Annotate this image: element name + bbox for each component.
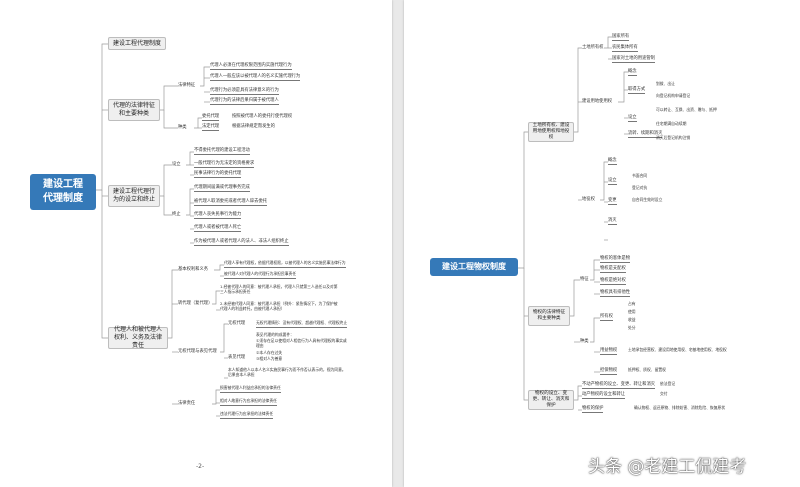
land-use-sub: 划拨、出让: [656, 81, 675, 86]
setup-head: 设立: [172, 162, 181, 167]
liability-item: 违法代理行为应承担的法律责任: [220, 411, 274, 419]
change-note: 确认物权、返还原物、排除妨害、消除危险、恢复原状: [634, 405, 726, 410]
land-use-item: 流转、续期和消灭: [628, 131, 663, 138]
change-item: 物权的保护: [582, 406, 604, 413]
branch-agency-system: 建设工程代理制度: [108, 37, 166, 50]
apparent-item: ③相对人为善意: [256, 356, 283, 361]
land-owner-item: 农民集体所有: [612, 45, 638, 52]
land-owner-item: 国家所有: [612, 34, 630, 41]
mindmap-root: 建设工程物权制度: [430, 258, 518, 276]
easement-note: 自合同生效时设立: [632, 197, 663, 202]
legal-item: 代理行为必须是具有法律意义的行为: [210, 88, 279, 95]
change-note: 依法登记: [660, 381, 676, 386]
end-item: 代理期间届满或代理事务完成: [194, 185, 250, 192]
other-note: 本人知道他人以本人名义实施民事行为而不作否认表示的，视为同意。后果由本人承担: [228, 367, 346, 377]
unauth-head: 无权代理: [228, 321, 246, 326]
kind-item: 所有权: [600, 314, 613, 321]
unauth-note: 无权代理情形：没有代理权、超越代理权、代理权终止: [256, 320, 348, 328]
kinds-head: 种类: [580, 339, 589, 344]
branch-setup-termination: 建设工程代理行为的设立和终止: [108, 185, 160, 207]
subagency-item: 1.经被代理人的同意：被代理人承担，代理人只就第三人选任以及对第三人指示承担责任: [220, 284, 338, 294]
types-head: 种类: [178, 125, 187, 130]
end-item: 作为被代理人或者代理人的法人、非法人组织终止: [194, 239, 289, 246]
rights-basic-item: 被代理人对代理人的代理行为承担民事责任: [224, 271, 297, 279]
feature-item: 物权是支配权: [600, 266, 626, 273]
change-item: 不动产物权的设立、变更、转让和消灭: [582, 382, 656, 389]
end-item: 代理人或者被代理人死亡: [194, 225, 242, 232]
page-2-connectors: [518, 36, 628, 411]
land-owner-head: 土地所有权: [582, 45, 604, 50]
rights-unauth-head: 无权代理与表见代理: [178, 349, 217, 354]
type-note: 根据法律规定而发生的: [232, 124, 275, 129]
end-item: 代理人丧失民事行为能力: [194, 212, 242, 219]
own-item: 使用: [628, 309, 636, 314]
mindmap-root: 建设工程 代理制度: [30, 174, 96, 210]
apparent-head: 表见代理: [228, 355, 246, 360]
apparent-item: 表见代理的构成要件：: [256, 332, 294, 337]
easement-note: 书面合同: [632, 173, 648, 178]
legal-item: 代理人一般应该以被代理人的名义实施代理行为: [210, 74, 301, 81]
apparent-item: ①须存在足以使相对人相信行为人具有代理权的事实或理由: [256, 338, 347, 348]
own-item: 占有: [628, 301, 636, 306]
land-owner-item: 国家对土地的用途管制: [612, 56, 655, 63]
land-use-sub: 可以转让、互换、出资、赠与、抵押: [656, 107, 717, 112]
page-number: -2-: [196, 463, 205, 470]
feature-item: 物权具有排他性: [600, 290, 631, 297]
kind-item: 担保物权: [600, 368, 618, 375]
kind-item: 用益物权: [600, 348, 618, 355]
feature-item: 物权是绝对权: [600, 278, 626, 285]
land-use-sub: 消灭后登记机构注销: [656, 135, 691, 140]
setup-item: 一般代理行为无法定的资格要求: [194, 161, 255, 168]
branch-land: 土地所有权、建设用地使用权和地役权: [528, 122, 574, 142]
feature-item: 物权的客体是物: [600, 256, 631, 263]
page-2: 建设工程物权制度 土地所有权、建设用地使用权和地役权 物权的法律特征和主要种类 …: [404, 0, 800, 487]
easement-item: 消灭: [608, 218, 617, 225]
setup-item: 民事法律行为的委托代理: [194, 171, 242, 178]
rights-basic-item: 代理人享有代理权，依据代理权限，以被代理人的名义实施民事法律行为: [224, 260, 346, 268]
legal-features-head: 法律特征: [178, 83, 196, 88]
subagency-item: 2.未经被代理人同意：被代理人承担（例外：紧急情况下，为了保护被代理人的利益转托…: [220, 301, 338, 311]
rights-basic-head: 基本权利和义务: [178, 267, 209, 272]
rights-liability-head: 法律责任: [178, 401, 196, 406]
end-item: 被代理人取消委托或者代理人辞去委托: [194, 199, 268, 206]
change-note: 交付: [660, 391, 668, 396]
type-item: 法定代理: [202, 124, 220, 131]
easement-concept: 概念: [608, 158, 617, 165]
easement-head: 地役权: [582, 197, 595, 202]
page-1: 建设工程 代理制度 建设工程代理制度 代理的法律特征和主要种类 建设工程代理行为…: [0, 0, 392, 487]
branch-rights-duties: 代理人和被代理人权利、义务及法律责任: [108, 326, 168, 349]
easement-item: 设立: [608, 178, 617, 185]
usufruct-note: 土地承包经营权、建设用地使用权、宅基地使用权、地役权: [628, 347, 727, 352]
branch-features: 物权的法律特征和主要种类: [528, 306, 570, 326]
own-item: 处分: [628, 325, 636, 330]
legal-item: 代理人必须在代理权限范围内实施代理行为: [210, 63, 292, 70]
apparent-item: ②本人存在过失: [256, 350, 283, 355]
security-note: 抵押权、质权、留置权: [628, 367, 666, 372]
type-note: 按照被代理人的委托行使代理权: [232, 114, 293, 119]
branch-change: 物权的设立、变更、转让、消灭和保护: [528, 390, 574, 410]
branch-legal-features: 代理的法律特征和主要种类: [108, 99, 160, 121]
features-head: 特征: [580, 277, 589, 282]
type-item: 委托代理: [202, 114, 220, 121]
watermark: 头条 @老建工侃建考: [588, 457, 747, 477]
legal-item: 代理行为的法律后果归属于被代理人: [210, 98, 279, 105]
land-use-item: 取得方式: [628, 87, 646, 94]
end-head: 终止: [172, 212, 181, 217]
land-use-item: 设立: [628, 115, 637, 122]
land-use-sub: 向登记机构申请登记: [656, 93, 691, 98]
rights-subagency-head: 转代理（复代理）: [178, 301, 213, 306]
liability-item: 相对人故意行为应承担的法律责任: [220, 398, 277, 406]
land-use-head: 建设用地使用权: [582, 99, 613, 104]
setup-item: 不得委托代理的建设工程活动: [194, 148, 250, 155]
own-item: 收益: [628, 317, 636, 322]
easement-item: 变更: [608, 198, 617, 205]
change-item: 动产物权的设立和转让: [582, 392, 625, 399]
easement-note: 登记对抗: [632, 185, 648, 190]
liability-item: 损害被代理人利益应承担的法律责任: [220, 385, 281, 393]
land-use-sub: 住宅期满自动续期: [656, 121, 687, 126]
land-use-concept: 概念: [628, 69, 637, 76]
